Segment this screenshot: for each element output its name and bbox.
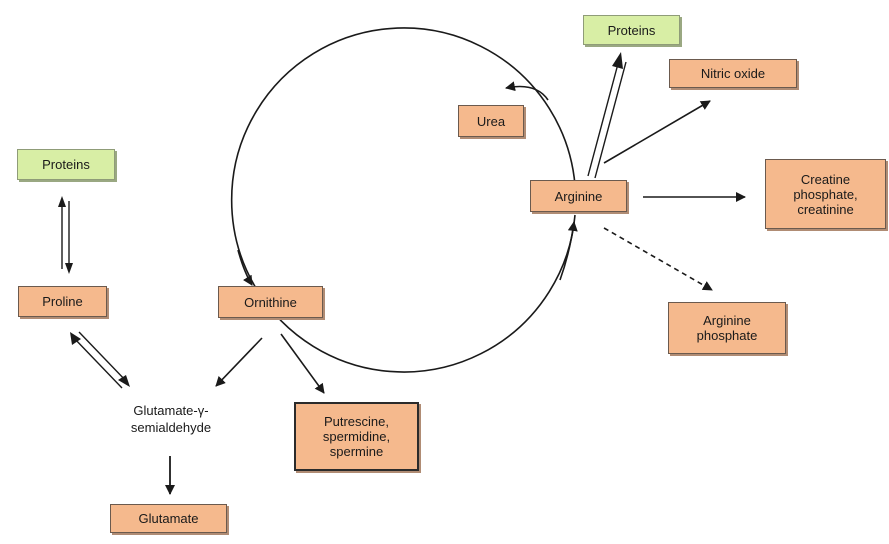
glutamate-label: Glutamate [138,511,199,526]
arginine-proteins-head [612,52,623,69]
proline-gsa-line-1 [72,336,123,389]
arginine-proteins-line-1 [587,59,620,177]
proteins-top-box: Proteins [583,15,680,45]
urea-box: Urea [458,105,524,137]
glutamate-semialdehyde-label: Glutamate-γ- semialdehyde [130,403,212,435]
proline-gsa-head-down [118,375,130,387]
cycle-to-arginine-arrow [559,221,578,281]
polyamines-label: Putrescine, spermidine, spermine [322,414,391,459]
proteins-left-label: Proteins [42,157,90,172]
proline-proteins-head-up [58,196,66,207]
polyamines-box: Putrescine, spermidine, spermine [294,402,419,471]
proteins-top-label: Proteins [607,22,656,38]
arginine-proteins-line-2 [594,61,627,179]
cycle-to-ornithine-arrow [237,249,253,286]
arginine-phosphate-box: Arginine phosphate [668,302,786,354]
ornithine-polyamines-arrow [280,333,325,394]
arginine-nitric-oxide-arrow [603,100,711,164]
proline-proteins-head-down [65,263,73,274]
proline-box: Proline [18,286,107,317]
arginine-phosphate-arrow [603,227,713,291]
urea-cycle-arc [230,27,576,373]
creatine-label: Creatine phosphate, creatinine [793,171,858,217]
nitric-oxide-box: Nitric oxide [669,59,797,88]
proline-label: Proline [42,294,83,309]
ornithine-label: Ornithine [244,294,297,310]
glutamate-box: Glutamate [110,504,227,533]
arginine-phosphate-label: Arginine phosphate [696,313,758,343]
ornithine-box: Ornithine [218,286,323,318]
proteins-left-box: Proteins [17,149,115,180]
arginine-label: Arginine [554,188,603,204]
proline-gsa-head-up [70,332,81,345]
nitric-oxide-label: Nitric oxide [700,66,766,81]
urea-label: Urea [476,113,506,129]
cycle-to-urea-arrow [505,81,549,101]
ornithine-gsa-arrow [215,337,263,387]
proline-gsa-line-2 [78,331,129,384]
creatine-box: Creatine phosphate, creatinine [765,159,886,229]
arginine-box: Arginine [530,180,627,212]
